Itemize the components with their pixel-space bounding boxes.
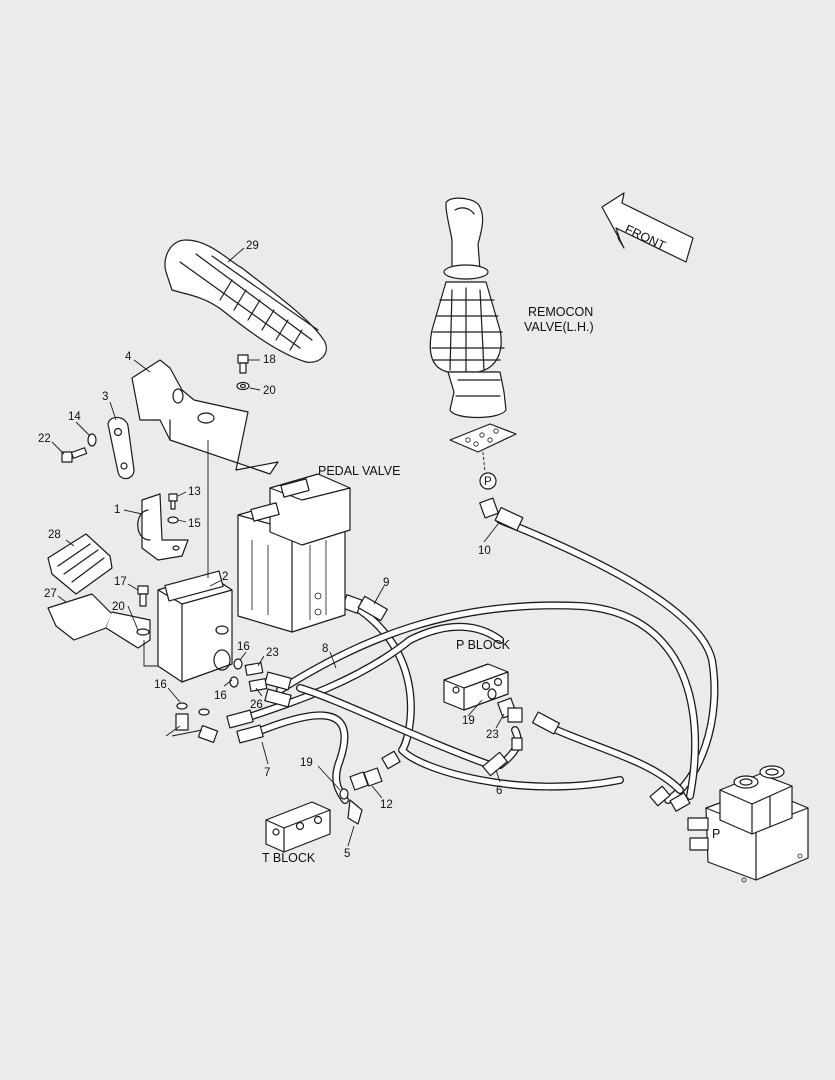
washer-20 bbox=[236, 381, 250, 391]
pedal-valve: PEDAL VALVE bbox=[237, 464, 400, 633]
washer-20-lower bbox=[136, 628, 150, 636]
callout-27: 29 bbox=[246, 240, 259, 252]
callout-23-b: 26 bbox=[250, 699, 263, 711]
callout-1: 1 bbox=[114, 504, 120, 516]
cylinder-block-2 bbox=[143, 440, 233, 683]
callout-14: 14 bbox=[68, 411, 81, 423]
bolt-17 bbox=[137, 585, 149, 607]
port-p-label: P bbox=[484, 476, 492, 488]
callout-16-a: 16 bbox=[237, 641, 250, 653]
callout-15: 15 bbox=[188, 518, 201, 530]
callout-9: 9 bbox=[383, 577, 389, 589]
callout-2: 2 bbox=[222, 571, 228, 583]
fittings-cylinder bbox=[175, 658, 268, 743]
t-block-title: T BLOCK bbox=[262, 851, 316, 865]
callout-23-a: 23 bbox=[266, 647, 279, 659]
callout-4: 4 bbox=[125, 351, 132, 363]
callout-20-upper: 20 bbox=[263, 385, 276, 397]
callout-28: 28 bbox=[48, 529, 61, 541]
bracket-1 bbox=[137, 493, 189, 561]
callout-19-b: 19 bbox=[300, 757, 313, 769]
callout-3: 3 bbox=[102, 391, 108, 403]
callout-7: 7 bbox=[264, 767, 270, 779]
remocon-valve: P REMOCON VALVE(L.H.) bbox=[429, 197, 594, 490]
callout-18: 18 bbox=[263, 354, 276, 366]
bracket-4 bbox=[131, 359, 279, 475]
callout-16-c: 16 bbox=[154, 679, 167, 691]
hose-fittings bbox=[226, 497, 691, 812]
callout-13: 13 bbox=[188, 486, 201, 498]
remocon-title-1: REMOCON bbox=[528, 305, 593, 319]
callout-16-b: 16 bbox=[214, 690, 227, 702]
callout-19-a: 19 bbox=[462, 715, 475, 727]
main-valve-block: P bbox=[687, 765, 809, 883]
callout-26: 27 bbox=[44, 588, 57, 600]
callout-numbers: 29 4 3 14 22 18 20 13 15 1 2 17 20 28 27… bbox=[38, 240, 502, 860]
callout-6: 6 bbox=[496, 785, 502, 797]
hoses bbox=[236, 516, 719, 804]
callout-5: 5 bbox=[344, 848, 350, 860]
pedal-valve-title: PEDAL VALVE bbox=[318, 464, 400, 478]
washer-14 bbox=[87, 433, 97, 447]
pad-28 bbox=[47, 533, 113, 595]
callout-17: 17 bbox=[114, 576, 127, 588]
t-block: T BLOCK bbox=[262, 767, 383, 865]
pedal-26 bbox=[47, 593, 151, 649]
main-block-p-label: P bbox=[712, 827, 720, 841]
bolt-13 bbox=[168, 493, 178, 510]
callout-12: 12 bbox=[380, 799, 393, 811]
callout-8: 8 bbox=[322, 643, 328, 655]
lever-3 bbox=[107, 416, 135, 480]
front-arrow: FRONT bbox=[601, 192, 694, 263]
washer-15 bbox=[167, 516, 179, 524]
callout-21: 22 bbox=[38, 433, 51, 445]
p-block: P BLOCK bbox=[443, 638, 523, 751]
callout-22: 23 bbox=[486, 729, 499, 741]
remocon-title-2: VALVE(L.H.) bbox=[524, 320, 594, 334]
pedal-27 bbox=[164, 239, 327, 363]
p-block-title: P BLOCK bbox=[456, 638, 511, 652]
callout-10: 10 bbox=[478, 545, 491, 557]
bolt-18 bbox=[237, 354, 249, 374]
bolt-21 bbox=[61, 447, 88, 463]
leader-lines bbox=[51, 247, 505, 847]
callout-20-lower: 20 bbox=[112, 601, 125, 613]
